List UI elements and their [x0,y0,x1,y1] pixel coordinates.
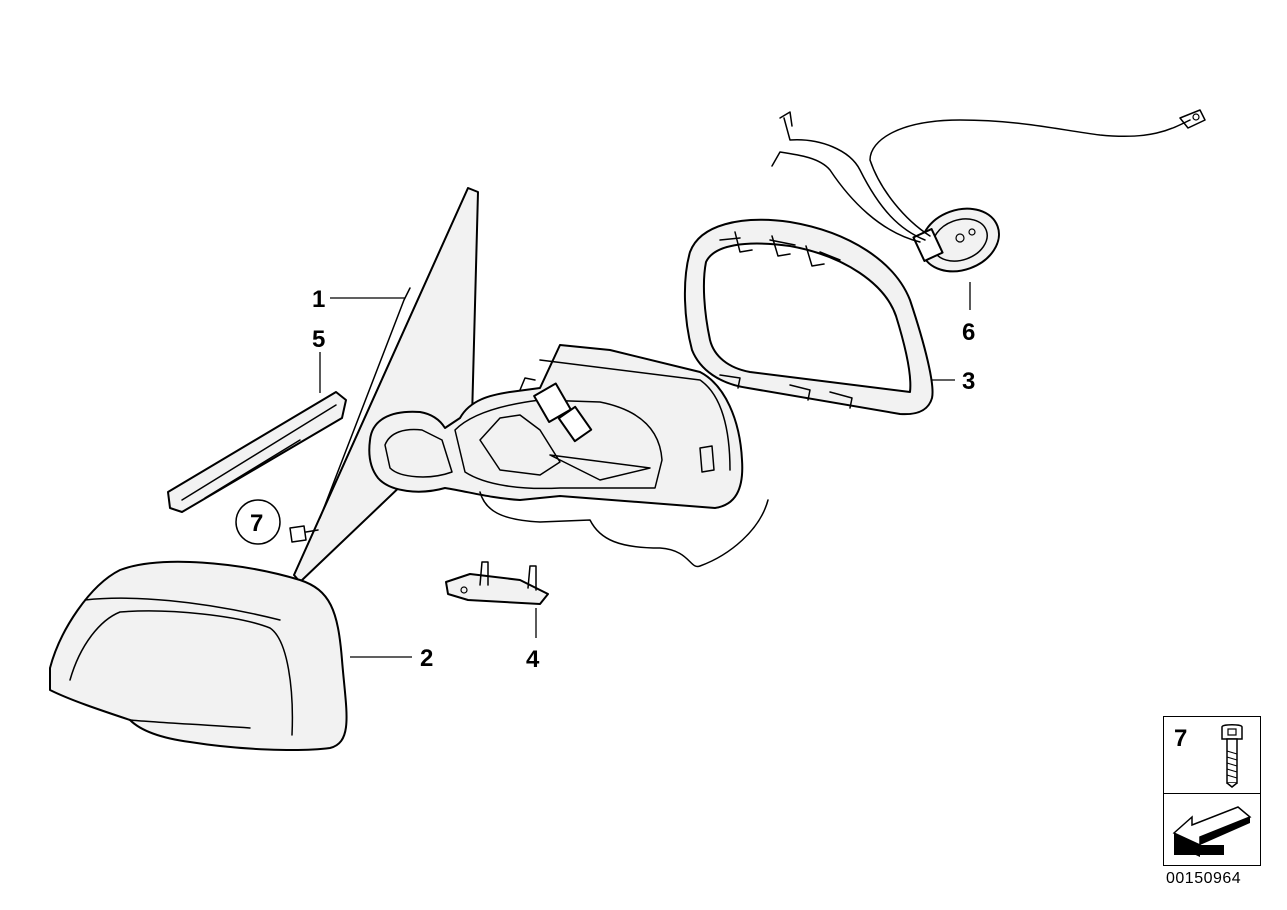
callout-4-label: 4 [526,646,540,673]
part-3-mirror-frame [683,218,955,416]
callout-1-label: 1 [312,286,325,313]
part-7-callout-circle [235,499,319,545]
callout-5-label: 5 [312,326,325,353]
part-5-bracket-strip [167,352,347,513]
legend-divider [1164,793,1260,794]
screw-icon [1221,724,1243,788]
legend-box: 7 [1163,716,1261,866]
part-1-mirror-glass [293,187,479,583]
part-4-clip [445,561,549,638]
arrow-icon [1172,806,1252,857]
part-2-mirror-cover [49,560,412,751]
callout-2-label: 2 [420,645,433,672]
mirror-housing-base [368,344,769,568]
callout-3-label: 3 [962,368,975,395]
part-6-mirror-motor [771,109,1206,310]
diagram-id: 00150964 [1166,870,1242,887]
callout-6-label: 6 [962,319,975,346]
legend-part-number: 7 [1174,725,1188,752]
callout-7-label: 7 [250,510,263,537]
